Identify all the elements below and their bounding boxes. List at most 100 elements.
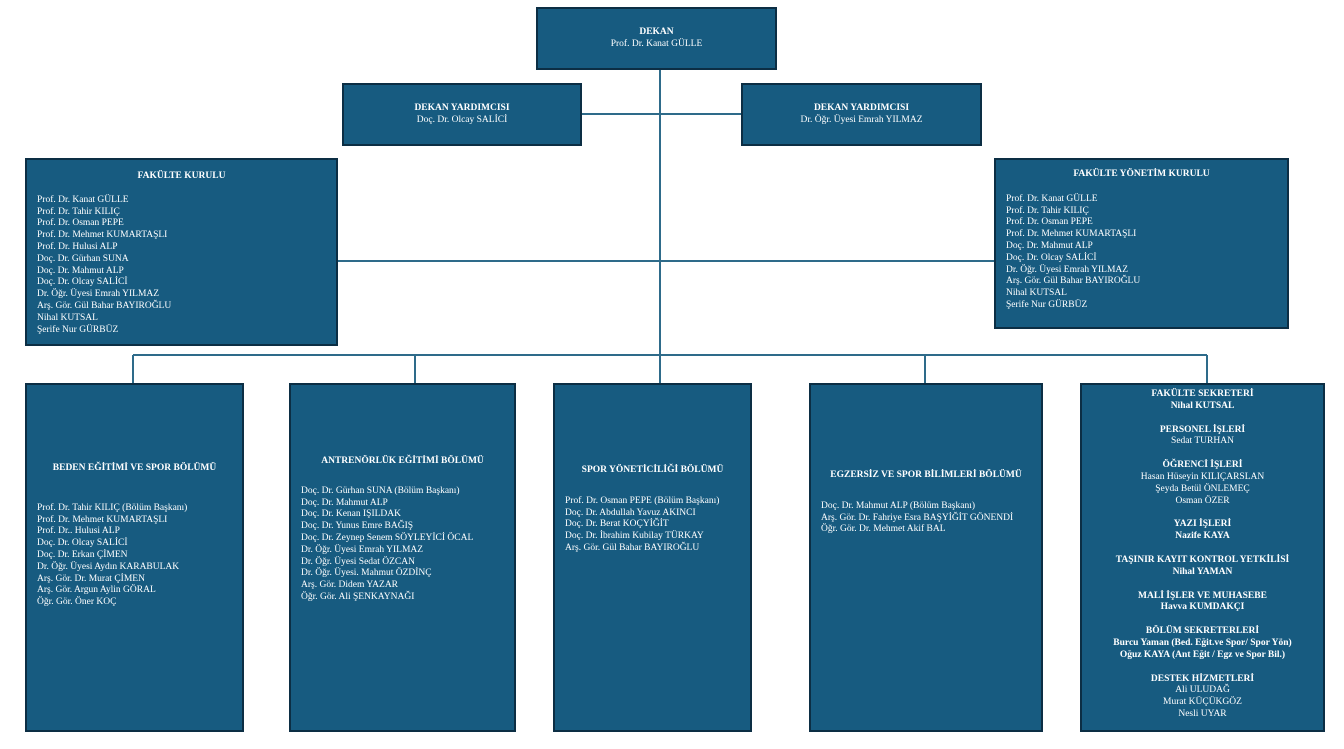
group-name: Osman ÖZER bbox=[1175, 495, 1230, 506]
member: Dr. Öğr. Üyesi Aydın KARABULAK bbox=[37, 561, 180, 572]
department-box-coaching: ANTRENÖRLÜK EĞİTİMİ BÖLÜMÜ Doç. Dr. Gürh… bbox=[289, 383, 516, 732]
group-title: YAZI İŞLERİ bbox=[1173, 519, 1232, 530]
member: Öğr. Gör. Dr. Mehmet Akif BAL bbox=[821, 524, 946, 535]
group-title: ÖĞRENCİ İŞLERİ bbox=[1162, 460, 1243, 471]
member: Prof. Dr. Osman PEPE bbox=[37, 218, 124, 229]
member: Arş. Gör. Gül Bahar BAYIROĞLU bbox=[565, 542, 700, 553]
department-title: ANTRENÖRLÜK EĞİTİMİ BÖLÜMÜ bbox=[321, 456, 484, 466]
group-name: Nihal YAMAN bbox=[1172, 566, 1233, 577]
member: Arş. Gör. Dr. Murat ÇİMEN bbox=[37, 573, 145, 584]
faculty-board-box: FAKÜLTE KURULU Prof. Dr. Kanat GÜLLE Pro… bbox=[25, 158, 338, 346]
group-name: Oğuz KAYA (Ant Eğit / Egz ve Spor Bil.) bbox=[1119, 649, 1286, 660]
member: Doç. Dr. Abdullah Yavuz AKINCI bbox=[565, 507, 696, 518]
group-title: DESTEK HİZMETLERİ bbox=[1150, 673, 1255, 684]
member: Dr. Öğr. Üyesi Sedat ÖZCAN bbox=[301, 556, 415, 567]
secretariat-group: ÖĞRENCİ İŞLERİ Hasan Hüseyin KILIÇARSLAN… bbox=[1082, 460, 1323, 507]
group-name: Havva KUMDAKÇI bbox=[1160, 602, 1245, 613]
member: Doç. Dr. Berat KOÇYİĞİT bbox=[565, 519, 669, 530]
faculty-secretariat-box: FAKÜLTE SEKRETERİ Nihal KUTSAL PERSONEL … bbox=[1080, 383, 1325, 732]
member: Dr. Öğr. Üyesi Emrah YILMAZ bbox=[37, 289, 160, 300]
secretariat-group: MALİ İŞLER VE MUHASEBE Havva KUMDAKÇI bbox=[1082, 591, 1323, 615]
vice-dean-title: DEKAN YARDIMCISI bbox=[813, 102, 910, 113]
member: Doç. Dr. Zeynep Senem SÖYLEYİCİ ÖCAL bbox=[301, 532, 474, 543]
group-title: FAKÜLTE SEKRETERİ bbox=[1151, 389, 1254, 399]
member: Prof. Dr. Mehmet KUMARTAŞLI bbox=[37, 230, 168, 241]
department-title: SPOR YÖNETİCİLİĞİ BÖLÜMÜ bbox=[581, 465, 724, 475]
member: Prof. Dr. Tahir KILIÇ bbox=[37, 206, 120, 217]
member: Prof. Dr.. Hulusi ALP bbox=[37, 526, 120, 537]
member: Arş. Gör. Didem YAZAR bbox=[301, 580, 399, 591]
dean-box: DEKAN Prof. Dr. Kanat GÜLLE bbox=[536, 7, 777, 70]
group-name: Şeyda Betül ÖNLEMEÇ bbox=[1155, 483, 1250, 494]
department-members: Doç. Dr. Mahmut ALP (Bölüm Başkanı) Arş.… bbox=[811, 501, 1041, 536]
department-title: EGZERSİZ VE SPOR BİLİMLERİ BÖLÜMÜ bbox=[830, 470, 1022, 480]
faculty-board-title: FAKÜLTE KURULU bbox=[137, 171, 226, 181]
member: Prof. Dr. Tahir KILIÇ (Bölüm Başkanı) bbox=[37, 502, 188, 513]
member: Doç. Dr. Olcay SALİCİ bbox=[1006, 252, 1097, 263]
group-name: Hasan Hüseyin KILIÇARSLAN bbox=[1140, 471, 1265, 482]
department-box-sport-management: SPOR YÖNETİCİLİĞİ BÖLÜMÜ Prof. Dr. Osman… bbox=[553, 383, 752, 732]
group-name: Ali ULUDAĞ bbox=[1175, 685, 1230, 696]
secretariat-group: DESTEK HİZMETLERİ Ali ULUDAĞ Murat KÜÇÜK… bbox=[1082, 674, 1323, 721]
member: Öğr. Gör. Öner KOÇ bbox=[37, 597, 117, 608]
member: Doç. Dr. Mahmut ALP bbox=[37, 265, 124, 276]
vice-dean-title: DEKAN YARDIMCISI bbox=[414, 102, 510, 113]
member: Doç. Dr. Olcay SALİCİ bbox=[37, 538, 128, 549]
faculty-management-board-box: FAKÜLTE YÖNETİM KURULU Prof. Dr. Kanat G… bbox=[994, 158, 1289, 329]
member: Doç. Dr. Erkan ÇİMEN bbox=[37, 549, 128, 560]
department-title: BEDEN EĞİTİMİ VE SPOR BÖLÜMÜ bbox=[52, 463, 217, 473]
member: Doç. Dr. Yunus Emre BAĞIŞ bbox=[301, 521, 414, 532]
member: Arş. Gör. Argun Aylin GÖRAL bbox=[37, 585, 156, 596]
vice-dean-name: Doç. Dr. Olcay SALİCİ bbox=[416, 114, 508, 125]
member: Dr. Öğr. Üyesi Emrah YILMAZ bbox=[301, 544, 424, 555]
group-name: Burcu Yaman (Bed. Eğit.ve Spor/ Spor Yön… bbox=[1113, 637, 1292, 648]
member: Öğr. Gör. Ali ŞENKAYNAĞI bbox=[301, 591, 415, 602]
member: Doç. Dr. Olcay SALİCİ bbox=[37, 277, 128, 288]
member: Prof. Dr. Kanat GÜLLE bbox=[1006, 193, 1098, 204]
member: Prof. Dr. Kanat GÜLLE bbox=[37, 194, 129, 205]
group-name: Sedat TURHAN bbox=[1171, 436, 1234, 447]
member: Doç. Dr. İbrahim Kubilay TÜRKAY bbox=[565, 531, 704, 542]
member: Prof. Dr. Osman PEPE bbox=[1006, 217, 1093, 228]
group-title: BÖLÜM SEKRETERLERİ bbox=[1145, 626, 1260, 637]
member: Arş. Gör. Gül Bahar BAYIROĞLU bbox=[37, 300, 172, 311]
department-members: Prof. Dr. Osman PEPE (Bölüm Başkanı) Doç… bbox=[555, 496, 750, 555]
member: Doç. Dr. Mahmut ALP bbox=[301, 497, 388, 508]
secretariat-group: YAZI İŞLERİ Nazife KAYA bbox=[1082, 519, 1323, 543]
department-box-physical-education: BEDEN EĞİTİMİ VE SPOR BÖLÜMÜ Prof. Dr. T… bbox=[25, 383, 244, 732]
member: Doç. Dr. Gürhan SUNA bbox=[37, 253, 129, 264]
member: Arş. Gör. Gül Bahar BAYIROĞLU bbox=[1006, 276, 1141, 287]
group-title: PERSONEL İŞLERİ bbox=[1159, 424, 1246, 435]
vice-dean-name: Dr. Öğr. Üyesi Emrah YILMAZ bbox=[800, 114, 923, 125]
vice-dean-box-2: DEKAN YARDIMCISI Dr. Öğr. Üyesi Emrah YI… bbox=[741, 83, 982, 146]
faculty-management-board-members: Prof. Dr. Kanat GÜLLE Prof. Dr. Tahir KI… bbox=[996, 194, 1287, 312]
member: Doç. Dr. Kenan IŞILDAK bbox=[301, 509, 401, 520]
member: Doç. Dr. Gürhan SUNA (Bölüm Başkanı) bbox=[301, 485, 460, 496]
group-name: Nazife KAYA bbox=[1175, 531, 1230, 542]
department-box-exercise-sport-sciences: EGZERSİZ VE SPOR BİLİMLERİ BÖLÜMÜ Doç. D… bbox=[809, 383, 1043, 732]
member: Şerife Nur GÜRBÜZ bbox=[1006, 299, 1088, 310]
member: Doç. Dr. Mahmut ALP bbox=[1006, 240, 1093, 251]
faculty-management-board-title: FAKÜLTE YÖNETİM KURULU bbox=[1073, 169, 1210, 179]
member: Doç. Dr. Mahmut ALP (Bölüm Başkanı) bbox=[821, 500, 976, 511]
dean-title: DEKAN bbox=[639, 26, 674, 37]
group-name: Nihal KUTSAL bbox=[1170, 400, 1235, 411]
group-title: TAŞINIR KAYIT KONTROL YETKİLİSİ bbox=[1115, 554, 1290, 565]
member: Dr. Öğr. Üyesi. Mahmut ÖZDİNÇ bbox=[301, 568, 432, 579]
member: Prof. Dr. Tahir KILIÇ bbox=[1006, 205, 1089, 216]
department-members: Doç. Dr. Gürhan SUNA (Bölüm Başkanı) Doç… bbox=[291, 486, 514, 604]
member: Nihal KUTSAL bbox=[1006, 288, 1067, 299]
member: Nihal KUTSAL bbox=[37, 312, 98, 323]
secretariat-group: PERSONEL İŞLERİ Sedat TURHAN bbox=[1082, 425, 1323, 449]
faculty-board-members: Prof. Dr. Kanat GÜLLE Prof. Dr. Tahir KI… bbox=[27, 195, 336, 337]
member: Prof. Dr. Mehmet KUMARTAŞLI bbox=[1006, 229, 1137, 240]
member: Arş. Gör. Dr. Fahriye Esra BAŞYİĞİT GÖNE… bbox=[821, 512, 1014, 523]
member: Prof. Dr. Mehmet KUMARTAŞLI bbox=[37, 514, 168, 525]
group-name: Nesli UYAR bbox=[1178, 708, 1227, 719]
group-title: MALİ İŞLER VE MUHASEBE bbox=[1138, 590, 1267, 601]
secretariat-group: BÖLÜM SEKRETERLERİ Burcu Yaman (Bed. Eği… bbox=[1082, 626, 1323, 661]
group-name: Murat KÜÇÜKGÖZ bbox=[1163, 697, 1242, 708]
secretariat-group: FAKÜLTE SEKRETERİ Nihal KUTSAL bbox=[1082, 389, 1323, 413]
member: Dr. Öğr. Üyesi Emrah YILMAZ bbox=[1006, 264, 1129, 275]
